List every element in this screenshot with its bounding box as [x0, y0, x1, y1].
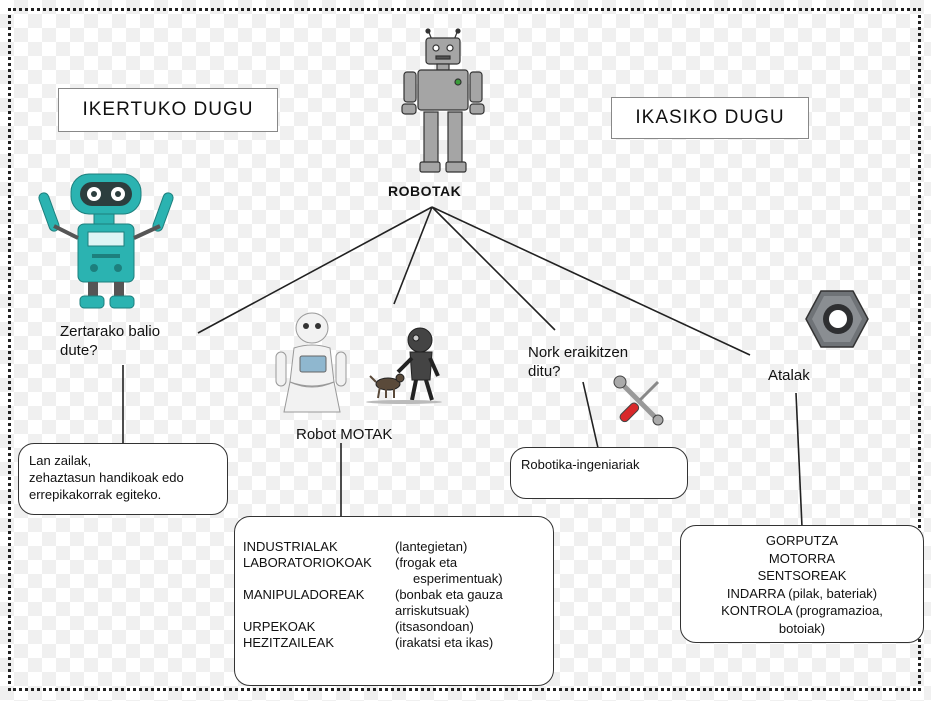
motak-row: INDUSTRIALAK(lantegietan) [243, 539, 468, 554]
atalak-box: GORPUTZA MOTORRA SENTSOREAK INDARRA (pil… [680, 525, 924, 643]
grey-robot-icon [401, 28, 485, 173]
heading-ikertuko-text: IKERTUKO DUGU [82, 99, 254, 120]
motak-row: HEZITZAILEAK(irakatsi eta ikas) [243, 635, 494, 650]
teal-robot-icon [38, 173, 174, 309]
motak-label: Robot MOTAK [296, 426, 393, 443]
atalak-label: Atalak [768, 367, 810, 384]
ingeniariak-text: Robotika-ingeniariak [521, 457, 640, 472]
line-to-zertarako [197, 206, 433, 334]
lan-box: Lan zailak, zehaztasun handikoak edo err… [18, 443, 228, 515]
heading-ikasiko: IKASIKO DUGU [611, 97, 809, 139]
hex-nut-icon [805, 290, 869, 348]
line-to-motak [393, 206, 433, 305]
heading-ikasiko-text: IKASIKO DUGU [635, 107, 785, 128]
line-nork-box [582, 381, 599, 449]
line-atalak-box [795, 392, 803, 528]
zertarako-line1: Zertarako balio [60, 323, 161, 340]
atalak-item: botoiak) [778, 620, 826, 636]
heading-ikertuko: IKERTUKO DUGU [58, 88, 278, 132]
dark-robot-dog-icon [366, 327, 442, 404]
line-to-atalak [431, 206, 751, 356]
atalak-item: KONTROLA (programazioa, [721, 603, 883, 618]
line-to-nork [431, 206, 556, 331]
ingeniariak-box: Robotika-ingeniariak [510, 447, 688, 499]
motak-row: URPEKOAK(itsasondoan) [243, 619, 474, 634]
lan-line2: zehaztasun handikoak edo [29, 470, 184, 485]
tools-icon [613, 375, 664, 426]
nork-label: Nork eraikitzen ditu? [528, 343, 628, 381]
dotted-border [8, 8, 921, 691]
atalak-item: SENTSOREAK [757, 568, 847, 583]
atalak-item: GORPUTZA [765, 533, 839, 548]
atalak-item: INDARRA (pilak, bateriak) [726, 585, 878, 601]
zertarako-line2: dute? [60, 342, 98, 359]
center-title: ROBOTAK [388, 183, 462, 199]
motak-row: LABORATORIOKOAK(frogak eta [243, 555, 458, 570]
lan-line1: Lan zailak, [29, 453, 92, 468]
motak-box: INDUSTRIALAK(lantegietan) LABORATORIOKOA… [234, 516, 554, 686]
atalak-item: MOTORRA [768, 550, 836, 566]
nork-line1: Nork eraikitzen [528, 344, 629, 361]
zertarako-label: Zertarako balio dute? [60, 322, 160, 360]
nork-line2: ditu? [528, 363, 561, 380]
motak-row: esperimentuak) [413, 571, 503, 586]
humanoid-robot-icon [275, 312, 347, 413]
motak-row: MANIPULADOREAK(bonbak eta gauza [243, 587, 503, 602]
motak-row: arriskutsuak) [395, 603, 470, 618]
lan-line3: errepikakorrak egiteko. [29, 487, 162, 502]
